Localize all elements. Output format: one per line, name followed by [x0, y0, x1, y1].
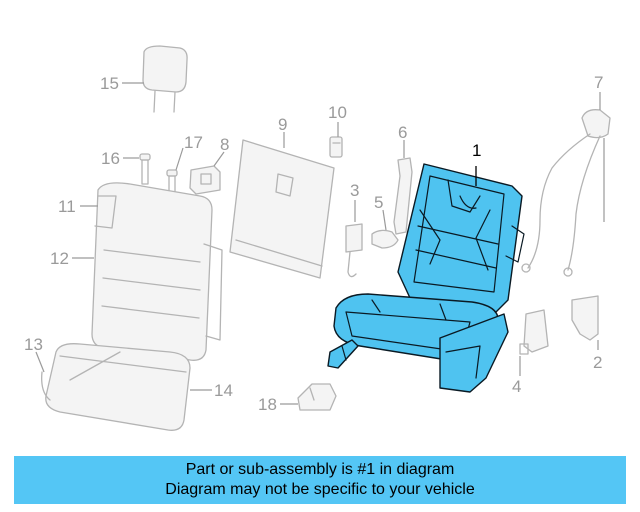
part-15-headrest: [122, 45, 188, 113]
callout-15: 15: [100, 74, 119, 93]
part-1-seat-frame[interactable]: [327, 163, 525, 393]
callout-5: 5: [374, 193, 383, 212]
callout-18: 18: [258, 395, 277, 414]
callout-6: 6: [398, 123, 407, 142]
callout-9: 9: [278, 115, 287, 134]
callout-8: 8: [220, 135, 229, 154]
callout-2: 2: [593, 353, 602, 372]
callout-1: 1: [472, 141, 481, 160]
callout-3: 3: [350, 181, 359, 200]
parts-diagram: 1 2 3 4 5 6 7 8 9 10 11 12 13 14 15 16 1…: [24, 45, 611, 431]
part-3-bracket: [345, 200, 363, 278]
banner-line-1: Part or sub-assembly is #1 in diagram: [185, 461, 455, 478]
callout-4: 4: [512, 377, 521, 396]
callout-13: 13: [24, 335, 43, 354]
part-6-trim: [393, 140, 413, 235]
callout-17: 17: [184, 133, 203, 152]
part-16-bolt: [123, 153, 151, 185]
part-18-anchor: [280, 383, 337, 411]
part-10-clip: [329, 122, 343, 158]
part-9-back-panel: [229, 132, 335, 279]
part-14-cushion: [35, 343, 212, 431]
callout-11: 11: [58, 197, 76, 216]
callout-labels: 1 2 3 4 5 6 7 8 9 10 11 12 13 14 15 16 1…: [24, 73, 603, 414]
part-2-buckle: [571, 295, 599, 350]
part-7-seatbelt: [521, 92, 611, 277]
part-4-cover: [519, 309, 549, 376]
callout-10: 10: [328, 103, 347, 122]
callout-7: 7: [594, 73, 603, 92]
info-banner: Part or sub-assembly is #1 in diagram Di…: [14, 456, 626, 504]
part-12-seatback: [72, 182, 223, 361]
part-17-bolt: [166, 147, 184, 193]
callout-14: 14: [214, 381, 233, 400]
part-5-hinge: [371, 209, 399, 249]
callout-12: 12: [50, 249, 69, 268]
part-8-bracket: [189, 151, 225, 195]
callout-16: 16: [101, 149, 120, 168]
banner-line-2: Diagram may not be specific to your vehi…: [165, 481, 475, 498]
